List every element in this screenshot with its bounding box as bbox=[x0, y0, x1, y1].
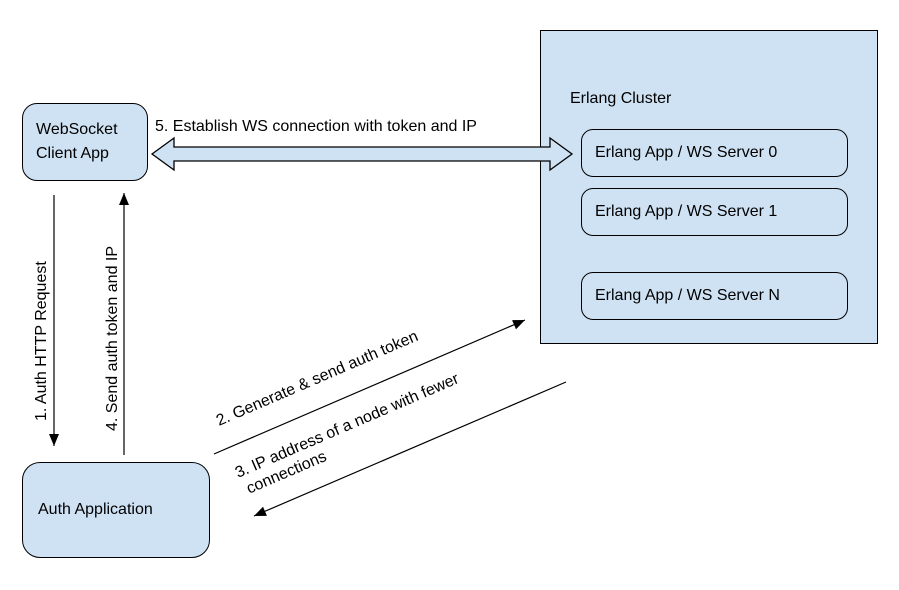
ws-server-0-box: Erlang App / WS Server 0 bbox=[581, 129, 848, 177]
websocket-client-box: WebSocket Client App bbox=[22, 103, 148, 181]
auth-application-box: Auth Application bbox=[22, 462, 210, 558]
ip-address-arrow bbox=[253, 381, 567, 517]
send-token-arrow-label: 4. Send auth token and IP bbox=[104, 246, 121, 431]
websocket-client-label: WebSocket Client App bbox=[36, 121, 118, 162]
ws-server-1-box: Erlang App / WS Server 1 bbox=[581, 188, 848, 236]
auth-request-arrow-label: 1. Auth HTTP Request bbox=[33, 261, 50, 421]
establish-ws-arrow bbox=[150, 136, 574, 172]
ws-server-0-label: Erlang App / WS Server 0 bbox=[595, 144, 778, 161]
ip-address-arrow-label: 3. IP address of a node with fewer conne… bbox=[233, 370, 462, 497]
generate-token-arrow-label: 2. Generate & send auth token bbox=[214, 328, 421, 430]
ws-server-n-box: Erlang App / WS Server N bbox=[581, 272, 848, 320]
auth-application-label: Auth Application bbox=[38, 501, 153, 518]
generate-token-arrow bbox=[213, 319, 526, 455]
ws-server-n-label: Erlang App / WS Server N bbox=[595, 287, 780, 304]
ip-address-arrow-label-line2: connections bbox=[244, 448, 329, 497]
ws-server-1-label: Erlang App / WS Server 1 bbox=[595, 203, 778, 220]
establish-ws-arrow-label: 5. Establish WS connection with token an… bbox=[155, 118, 477, 135]
ip-address-arrow-label-line1: 3. IP address of a node with fewer bbox=[233, 370, 462, 481]
erlang-cluster-box: Erlang Cluster Erlang App / WS Server 0 … bbox=[540, 30, 878, 344]
erlang-cluster-title: Erlang Cluster bbox=[570, 90, 672, 107]
